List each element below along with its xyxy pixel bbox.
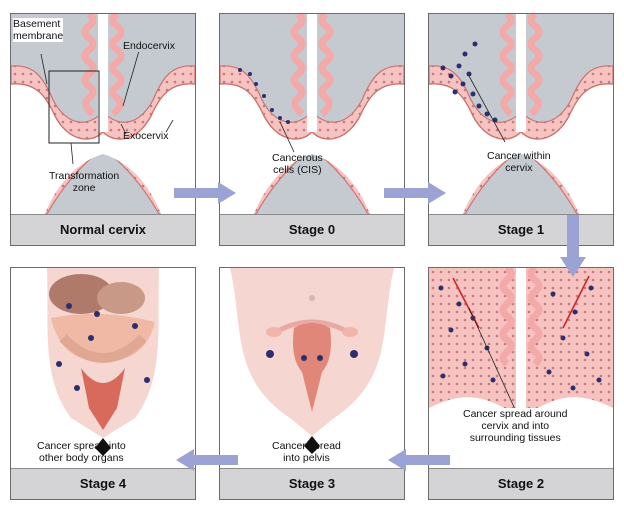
body-organs-illustration: [11, 268, 195, 468]
label-basement-membrane: Basement membrane: [13, 18, 64, 42]
arrow-left-icon: [388, 449, 450, 471]
arrow-left-icon: [176, 449, 238, 471]
caption-stage-0: Stage 0: [220, 214, 404, 245]
panel-stage-2: Cancer spread around cervix and into sur…: [428, 267, 614, 500]
label-transformation-zone: Transformation zone: [49, 170, 120, 194]
arrow-right-icon: [384, 182, 446, 204]
metastases: [56, 303, 150, 391]
panel-stage-4: Cancer spread into other body organs Sta…: [10, 267, 196, 500]
cancer-cells: [440, 41, 498, 123]
label-endocervix: Endocervix: [123, 40, 175, 52]
label-other-organs: Cancer spread into other body organs: [37, 440, 126, 464]
label-cancerous-cells: Cancerous cells (CIS): [272, 152, 323, 176]
cervix-illustration: [11, 14, 195, 214]
cancer-cells: [238, 68, 290, 124]
arrow-right-icon: [174, 182, 236, 204]
pelvis-illustration: [220, 268, 404, 468]
label-spread-around-cervix: Cancer spread around cervix and into sur…: [463, 408, 568, 444]
caption-stage-1: Stage 1: [429, 214, 613, 245]
cancer-spread: [266, 350, 358, 361]
caption-stage-3: Stage 3: [220, 468, 404, 499]
label-spread-into-pelvis: Cancer spread into pelvis: [272, 440, 341, 464]
caption-stage-4: Stage 4: [11, 468, 195, 499]
panel-stage-3: Cancer spread into pelvis Stage 3: [219, 267, 405, 500]
panel-stage-1: Cancer within cervix Stage 1: [428, 13, 614, 246]
cervix-illustration: [220, 14, 404, 214]
arrow-down-icon: [560, 215, 586, 277]
cancer-cells: [438, 285, 602, 391]
panel-normal-cervix: Basement membrane Endocervix Exocervix T…: [10, 13, 196, 246]
label-exocervix: Exocervix: [123, 130, 169, 142]
caption-normal-cervix: Normal cervix: [11, 214, 195, 245]
label-cancer-within-cervix: Cancer within cervix: [487, 150, 551, 174]
cervix-illustration: [429, 14, 613, 214]
caption-stage-2: Stage 2: [429, 468, 613, 499]
panel-stage-0: Cancerous cells (CIS) Stage 0: [219, 13, 405, 246]
